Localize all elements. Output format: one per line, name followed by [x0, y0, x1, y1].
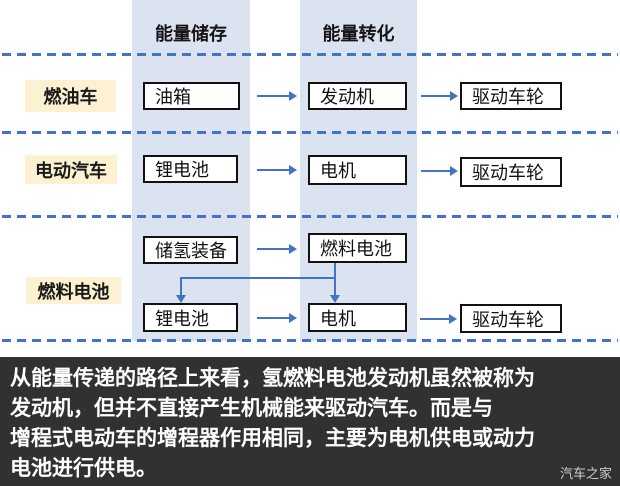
- arrow-right-icon: [421, 91, 458, 101]
- node-hydrogen-storage: 储氢装备: [143, 236, 238, 264]
- autohome-watermark: 汽车之家: [559, 466, 612, 481]
- node-lithium-battery: 锂电池: [143, 155, 238, 183]
- arrow-right-icon: [421, 166, 458, 176]
- row-label-fuel-vehicle: 燃油车: [25, 80, 116, 112]
- row-label-electric-vehicle: 电动汽车: [25, 155, 117, 184]
- dashed-divider: [2, 131, 618, 134]
- node-fuel-cell: 燃料电池: [308, 233, 407, 263]
- node-engine: 发动机: [308, 82, 407, 110]
- column-header-energy-conversion: 能量转化: [322, 24, 395, 44]
- node-drive-wheels: 驱动车轮: [460, 157, 562, 187]
- arrow-down-icon: [176, 277, 186, 303]
- arrow-right-icon: [257, 313, 297, 323]
- branch-connector-line: [181, 277, 335, 279]
- node-drive-wheels: 驱动车轮: [460, 82, 562, 110]
- caption-line: 增程式电动车的增程器作用相同，主要为电机供电或动力: [10, 427, 535, 450]
- arrow-right-icon: [420, 314, 457, 324]
- node-motor: 电机: [308, 155, 407, 185]
- dashed-divider: [2, 215, 618, 218]
- arrow-right-icon: [257, 165, 297, 175]
- arrow-down-icon: [330, 263, 340, 303]
- caption-line: 发动机，但并不直接产生机械能来驱动汽车。而是与: [10, 397, 493, 420]
- caption-banner: 从能量传递的路径上来看，氢燃料电池发动机虽然被称为 发动机，但并不直接产生机械能…: [0, 357, 620, 486]
- dashed-divider: [2, 53, 618, 56]
- row-label-fuel-cell: 燃料电池: [26, 277, 121, 304]
- node-fuel-tank: 油箱: [143, 82, 240, 110]
- node-drive-wheels: 驱动车轮: [460, 304, 562, 333]
- node-motor: 电机: [308, 303, 407, 332]
- arrow-right-icon: [257, 244, 297, 254]
- node-lithium-battery: 锂电池: [143, 303, 238, 332]
- arrow-right-icon: [257, 91, 297, 101]
- column-header-energy-storage: 能量储存: [155, 24, 227, 44]
- dashed-divider: [2, 339, 618, 342]
- caption-line: 电池进行供电。: [10, 457, 157, 480]
- caption-line: 从能量传递的路径上来看，氢燃料电池发动机虽然被称为: [10, 367, 535, 390]
